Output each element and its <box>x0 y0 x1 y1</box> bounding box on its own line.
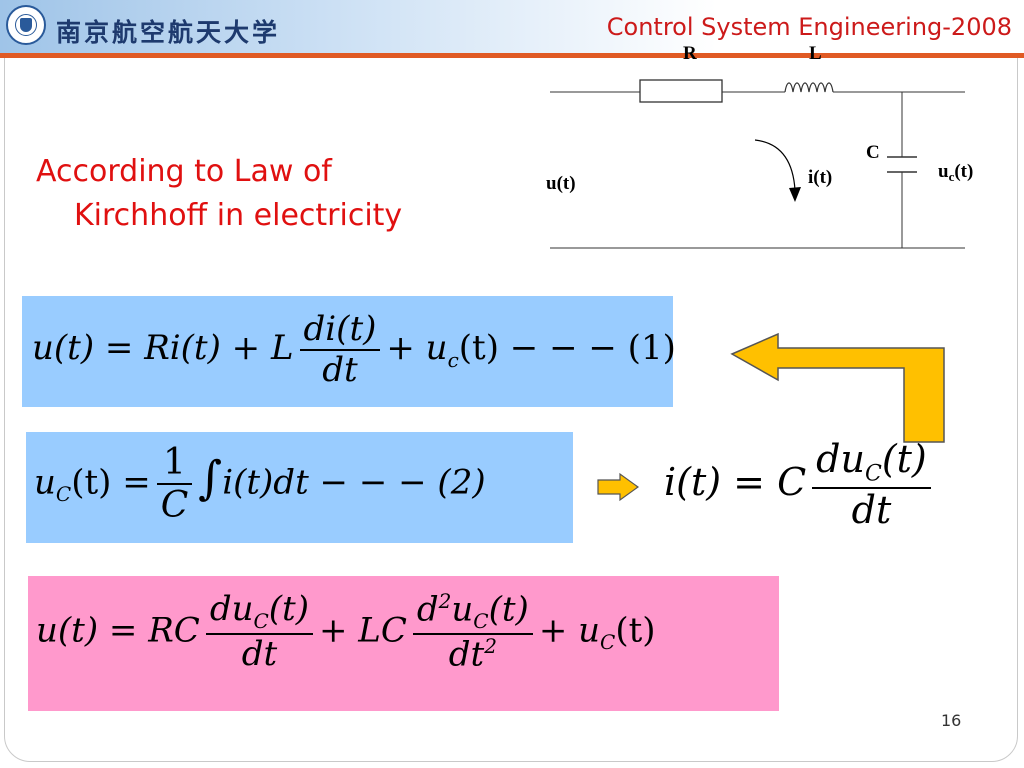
elbow-arrow-left-icon <box>730 332 945 443</box>
resistor-symbol <box>639 79 723 103</box>
slide-heading: According to Law of Kirchhoff in electri… <box>36 150 402 238</box>
capacitor-label: C <box>866 142 880 163</box>
page-number: 16 <box>941 711 962 730</box>
current-label: i(t) <box>808 167 832 188</box>
university-seal-icon <box>6 5 46 45</box>
heading-line-1: According to Law of <box>36 154 332 189</box>
input-voltage-label: u(t) <box>546 173 576 194</box>
header-divider <box>0 53 1024 58</box>
rlc-circuit-diagram: R L C u(t) i(t) uc(t) <box>546 43 973 249</box>
university-name-logo: 南京航空航天大学 <box>56 18 281 47</box>
curved-arrow-icon <box>754 139 796 191</box>
right-arrow-icon <box>597 472 640 502</box>
resistor-label: R <box>683 43 697 64</box>
course-title: Control System Engineering-2008 <box>606 13 1012 41</box>
inductor-label: L <box>809 43 822 64</box>
header-bar <box>0 0 1024 53</box>
output-voltage-label: uc(t) <box>938 161 973 184</box>
inductor-symbol <box>784 82 834 93</box>
heading-line-2: Kirchhoff in electricity <box>74 198 403 233</box>
